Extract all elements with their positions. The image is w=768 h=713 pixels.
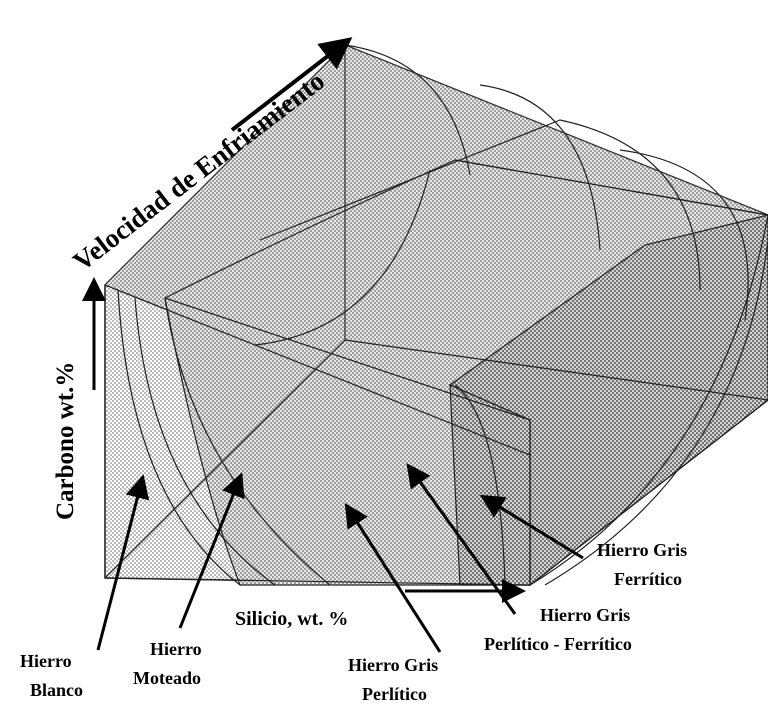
silicon-label: Silicio, wt. % [235, 608, 348, 630]
pearlitic-ferritic-line2: Perlítico - Ferrítico [484, 634, 632, 654]
mottled-iron-line1: Hierro [150, 639, 202, 659]
pearlitic-gray-line1: Hierro Gris [348, 655, 438, 675]
ferritic-gray-line1: Hierro Gris [597, 540, 687, 560]
ferritic-gray-line2: Ferrítico [614, 569, 682, 589]
white-iron-line2: Blanco [30, 680, 83, 700]
white-iron-line1: Hierro [20, 651, 72, 671]
region-mottled-iron: Hierro Moteado [133, 639, 202, 688]
mottled-iron-line2: Moteado [133, 668, 201, 688]
carbon-label: Carbono wt.% [52, 362, 79, 520]
pearlitic-ferritic-line1: Hierro Gris [540, 605, 630, 625]
region-pearlitic-gray: Hierro Gris Perlítico [348, 655, 438, 704]
pearlitic-gray-line2: Perlítico [362, 684, 427, 704]
region-pearlitic-ferritic: Hierro Gris Perlítico - Ferrítico [484, 605, 632, 654]
region-white-iron: Hierro Blanco [20, 651, 83, 700]
region-ferritic-gray: Hierro Gris Ferrítico [597, 540, 687, 589]
